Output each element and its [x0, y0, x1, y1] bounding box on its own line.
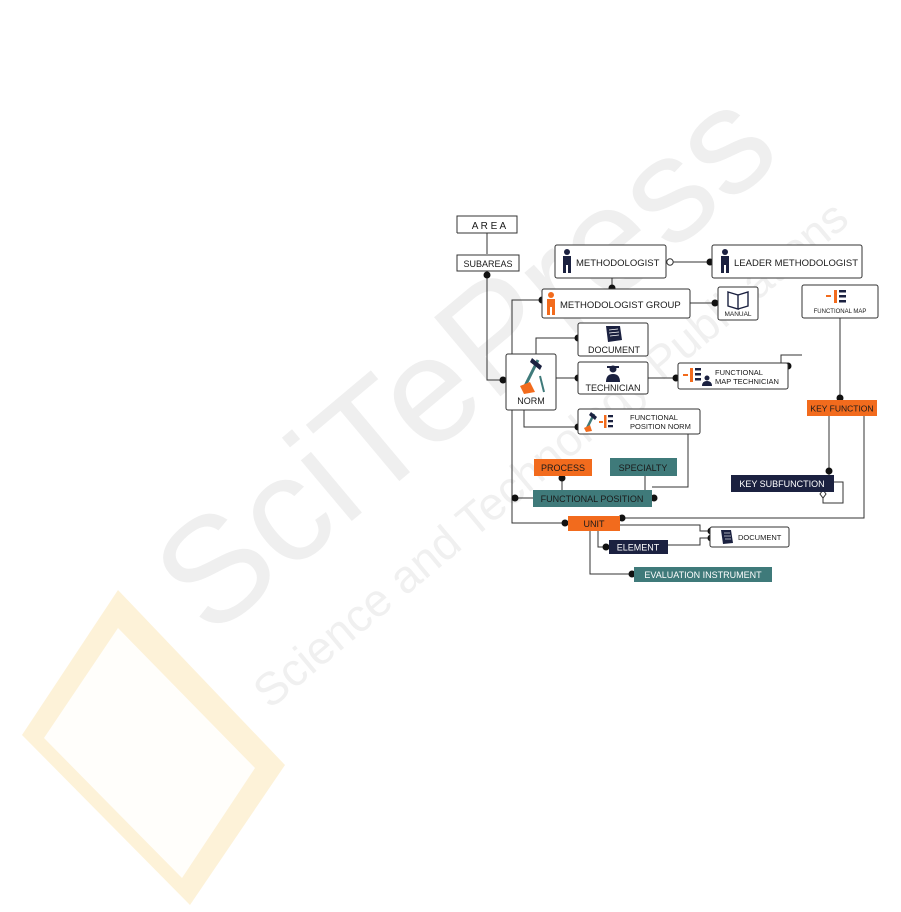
node-methodologist-box	[554, 244, 667, 279]
endpoint-dot	[618, 514, 626, 522]
norm-tool-icon	[520, 358, 545, 394]
node-subareas-label: SUBAREAS	[463, 259, 512, 269]
node-evaluation-instrument: EVALUATION INSTRUMENT	[634, 567, 772, 582]
functional-map-technician-icon	[683, 368, 712, 386]
node-key-function: KEY FUNCTION	[807, 400, 877, 416]
watermark-logo-inner	[44, 628, 255, 878]
node-fmt-label-line1: FUNCTIONAL	[715, 368, 763, 377]
book-icon	[727, 291, 749, 310]
document-icon	[606, 326, 622, 342]
node-document-top: DOCUMENT	[577, 322, 649, 357]
node-evaluation-instrument-box	[634, 567, 772, 582]
endpoint-dot	[602, 543, 610, 551]
node-methodologist-group-label: METHODOLOGIST GROUP	[560, 300, 681, 311]
node-leader-methodologist-box	[711, 244, 863, 279]
node-specialty-label: SPECIALTY	[619, 463, 668, 473]
node-fmt-label-line2: MAP TECHNICIAN	[715, 377, 779, 386]
node-key-subfunction-box	[731, 475, 834, 492]
document-icon	[721, 530, 733, 544]
node-key-function-box	[807, 400, 877, 416]
node-document-bottom: DOCUMENT	[709, 526, 790, 548]
node-specialty: SPECIALTY	[610, 458, 677, 476]
node-manual: MANUAL	[717, 286, 759, 321]
node-element: ELEMENT	[609, 540, 668, 554]
endpoint-dot	[628, 570, 636, 578]
endpoint-dot	[558, 474, 566, 482]
functional-map-icon	[826, 290, 846, 303]
diagram-edges	[486, 233, 865, 575]
node-key-subfunction-label: KEY SUBFUNCTION	[739, 479, 824, 489]
node-technician: TECHNICIAN	[577, 361, 649, 395]
node-area: A R E A	[456, 215, 518, 234]
node-element-label: ELEMENT	[617, 543, 660, 553]
node-leader-methodologist: LEADER METHODOLOGIST	[711, 244, 863, 279]
endpoint-dot	[511, 494, 519, 502]
node-unit-box	[568, 516, 620, 531]
node-subareas: SUBAREAS	[456, 254, 520, 272]
endpoint-dot	[836, 394, 844, 402]
node-methodologist-label: METHODOLOGIST	[576, 258, 660, 269]
node-functional-map-label: FUNCTIONAL MAP	[814, 309, 867, 315]
node-process: PROCESS	[534, 459, 592, 476]
node-fpn-label-line2: POSITION NORM	[630, 422, 691, 431]
edge-norm-fpn	[523, 410, 578, 428]
technician-icon	[606, 365, 620, 382]
edge-unit-document	[620, 524, 710, 532]
person-icon	[563, 249, 571, 273]
node-methodologist-group: METHODOLOGIST GROUP	[541, 288, 691, 319]
node-manual-label: MANUAL	[724, 311, 751, 318]
endpoint-dot	[711, 299, 719, 307]
node-area-frame	[456, 215, 518, 234]
node-norm: NORM	[505, 353, 557, 411]
node-norm-box	[505, 353, 557, 411]
endpoint-dot	[499, 376, 507, 384]
person-icon	[547, 292, 555, 315]
node-area-label: A R E A	[472, 221, 507, 232]
node-evaluation-instrument-label: EVALUATION INSTRUMENT	[644, 570, 762, 580]
node-technician-label: TECHNICIAN	[585, 383, 640, 393]
node-unit-label: UNIT	[584, 519, 605, 529]
node-methodologist: METHODOLOGIST	[554, 244, 667, 279]
node-functional-position-box	[533, 490, 652, 507]
endpoint-dot	[561, 519, 569, 527]
node-process-box	[534, 459, 592, 476]
node-leader-methodologist-label: LEADER METHODOLOGIST	[734, 258, 858, 269]
edge-fpn-fp	[652, 434, 689, 488]
node-functional-position: FUNCTIONAL POSITION	[533, 490, 652, 507]
node-functional-position-norm: FUNCTIONAL POSITION NORM	[577, 408, 701, 435]
node-specialty-box	[610, 458, 677, 476]
node-methodologist-group-box	[541, 288, 691, 319]
node-fpn-label-line1: FUNCTIONAL	[630, 413, 678, 422]
node-functional-map: FUNCTIONAL MAP	[801, 284, 879, 319]
endpoint-dot	[650, 494, 658, 502]
node-functional-position-label: FUNCTIONAL POSITION	[541, 494, 644, 504]
node-norm-label: NORM	[517, 396, 545, 406]
endpoint-open-dot	[666, 258, 674, 266]
node-document-top-label: DOCUMENT	[588, 345, 640, 355]
edge-unit-evaluation	[589, 531, 634, 575]
person-icon	[721, 249, 729, 273]
edge-norm-document	[535, 337, 578, 354]
edge-group-trunk-unit	[511, 299, 568, 524]
edge-keyfunction-unit	[620, 416, 865, 519]
node-key-subfunction: KEY SUBFUNCTION	[731, 475, 834, 492]
node-key-function-label: KEY FUNCTION	[810, 404, 873, 414]
edge-element-document	[668, 537, 710, 546]
node-document-bottom-label: DOCUMENT	[738, 533, 782, 542]
endpoint-dot	[483, 271, 491, 279]
node-element-box	[609, 540, 668, 554]
endpoint-dot	[825, 467, 833, 475]
node-process-label: PROCESS	[541, 463, 585, 473]
node-functional-map-technician: FUNCTIONAL MAP TECHNICIAN	[677, 362, 789, 390]
node-subareas-box	[456, 254, 520, 272]
edge-keysub-self	[822, 481, 844, 504]
functional-position-norm-icon	[584, 412, 613, 432]
node-unit: UNIT	[568, 516, 620, 531]
